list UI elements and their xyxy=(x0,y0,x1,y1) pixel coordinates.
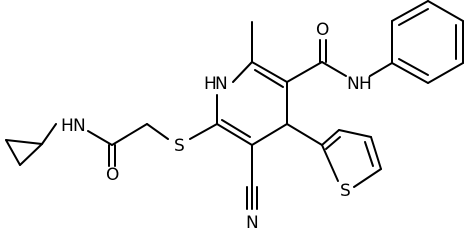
bond-c6-s xyxy=(189,123,218,140)
atom-n-nitrile: N xyxy=(246,213,259,232)
bond-th-c2-c3 xyxy=(321,129,340,146)
bond-cp-1 xyxy=(19,143,43,166)
bond-c5-c6-double xyxy=(221,119,251,138)
structure-canvas: H N O N H S S N O H N xyxy=(5,0,464,232)
bond-c3-carbonyl xyxy=(286,61,323,83)
bond-nh-c2 xyxy=(232,61,253,83)
bond-th-s-c2 xyxy=(321,144,339,182)
bond-s-ch2 xyxy=(146,123,169,140)
bond-nh-cyclopropyl xyxy=(41,123,57,145)
bond-th-c4-c5-double xyxy=(364,141,374,167)
bond-carbonyl-nh xyxy=(321,61,347,77)
bond-th-c3-c4 xyxy=(338,129,372,138)
atom-n-ring: N xyxy=(215,74,228,94)
bond-c2-c3-double xyxy=(254,69,284,88)
bond-ph-inner-a xyxy=(398,8,429,26)
bond-th-c2-c3-double xyxy=(325,136,341,150)
bond-ch2-carbonyl xyxy=(111,123,148,146)
bond-cp-3 xyxy=(5,139,43,145)
atom-o-right: O xyxy=(316,20,329,40)
bond-ph-6 xyxy=(391,62,429,84)
bond-ph-3 xyxy=(427,0,464,22)
bond-cp-2 xyxy=(5,139,21,166)
atom-h-ring: H xyxy=(204,74,217,94)
bond-nh-phenyl xyxy=(369,62,393,77)
bond-c4-c5 xyxy=(251,123,288,146)
bond-th-c4-c5 xyxy=(370,136,382,170)
atom-h-amide-left: H xyxy=(61,116,74,136)
atom-s-thiophene: S xyxy=(340,181,351,201)
bond-c4-thienyl xyxy=(286,123,323,146)
atom-o-left: O xyxy=(106,165,119,185)
atom-labels: H N O N H S S N O H N xyxy=(61,20,372,232)
atom-n-amide-right: N xyxy=(347,74,360,94)
bond-c5-c6 xyxy=(216,123,253,146)
bond-th-c5-s xyxy=(353,168,382,188)
bond-carbonyl-nh-left xyxy=(87,130,113,146)
bond-ph-inner-c xyxy=(398,58,429,76)
bond-c2-c3 xyxy=(251,61,288,83)
bonds xyxy=(5,0,464,210)
atom-s-thioether: S xyxy=(174,136,185,156)
bond-ph-5 xyxy=(427,62,464,84)
atom-h-amide-right: H xyxy=(359,74,372,94)
atom-n-amide-left: N xyxy=(73,116,86,136)
bond-ph-2 xyxy=(391,0,429,22)
chemical-structure: H N O N H S S N O H N xyxy=(5,0,464,232)
